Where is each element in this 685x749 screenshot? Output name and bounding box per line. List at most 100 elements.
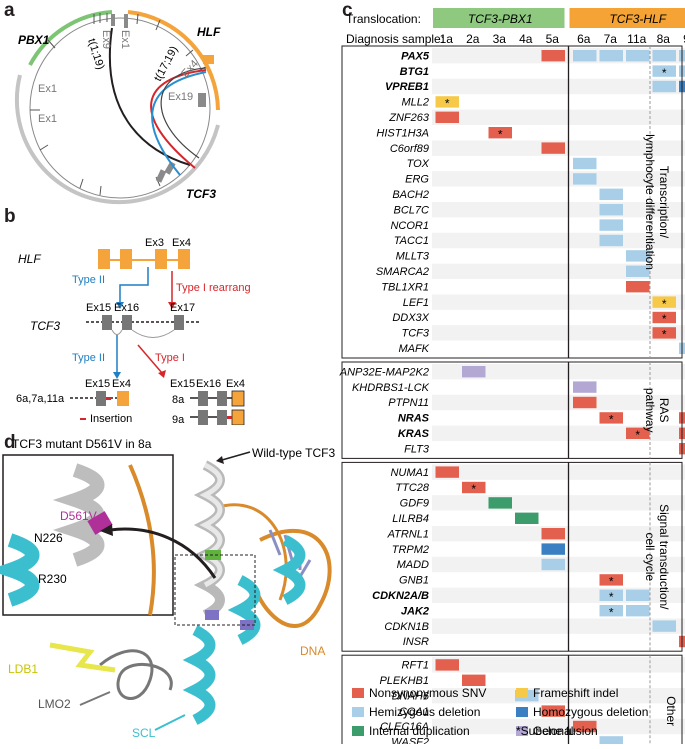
cell-hemi [653, 81, 677, 92]
translocation-label: Translocation: [346, 12, 421, 26]
legend-label-hemi: Hemizygous deletion [369, 705, 480, 719]
row-stripe [432, 657, 685, 672]
cell-hemi [600, 50, 624, 61]
gene-label: BACH2 [392, 189, 429, 201]
sample-header-6a: 6a [577, 32, 591, 46]
sample-header-1a: 1a [440, 32, 454, 46]
group-label-line: RAS [657, 398, 671, 423]
row-stripe [432, 79, 685, 94]
legend-subclonal: *Subclonal [516, 724, 573, 738]
gene-label: ERG [405, 174, 429, 186]
legend-swatch-homo [516, 707, 528, 717]
legend-swatch-snv [352, 688, 364, 698]
cell-hemi [600, 189, 624, 200]
cell-hemi [653, 620, 677, 631]
gene-label: GDF9 [400, 498, 429, 510]
gene-label: MLL2 [401, 97, 429, 109]
cell-hemi [573, 158, 597, 169]
header-tcf3-hlf-label: TCF3-HLF [609, 12, 666, 26]
cell-hemi [653, 50, 677, 61]
gene-label: CDKN1B [384, 621, 429, 633]
row-stripe [432, 294, 685, 309]
cell-hemi [626, 605, 650, 616]
cell-homo [542, 543, 566, 554]
group-label-line: cell cycle [643, 532, 657, 581]
group-label: Other [664, 696, 678, 726]
gene-label: NCOR1 [390, 220, 429, 232]
group-label-line: lymphocyte differentiation [643, 134, 657, 270]
cell-fusion [573, 381, 597, 392]
legend-swatch-hemi [352, 707, 364, 717]
cell-dup [515, 513, 539, 524]
gene-label: TTC28 [395, 482, 430, 494]
gene-label: ZNF263 [388, 112, 430, 124]
group-label-line: Other [664, 696, 678, 726]
gene-label: MAFK [398, 343, 429, 355]
cell-snv [462, 675, 486, 686]
cell-hemi [626, 50, 650, 61]
gene-label: TRPM2 [392, 544, 429, 556]
cell-hemi [600, 235, 624, 246]
gene-label: DDX3X [392, 312, 429, 324]
gene-label: LILRB4 [392, 513, 429, 525]
gene-label: GNB1 [399, 575, 429, 587]
group-label-line: Signal transduction/ [657, 504, 671, 610]
diagnosis-label: Diagnosis sample: [346, 32, 444, 46]
group-label-line: Transcription/ [657, 166, 671, 239]
sample-header-5a: 5a [546, 32, 560, 46]
gene-label: VPREB1 [385, 81, 429, 93]
gene-label: TBL1XR1 [381, 281, 429, 293]
sample-header-7a: 7a [604, 32, 618, 46]
gene-label: C6orf89 [390, 143, 429, 155]
row-stripe [432, 325, 685, 340]
cell-hemi [573, 50, 597, 61]
legend-label-homo: Homozygous deletion [533, 705, 648, 719]
subclonal-star: * [471, 482, 476, 496]
gene-label: TACC1 [394, 235, 429, 247]
gene-label: TCF3 [402, 328, 430, 340]
gene-label: PAX5 [401, 50, 430, 62]
subclonal-star: * [662, 297, 667, 311]
sample-header-3a: 3a [493, 32, 507, 46]
subclonal-star: * [662, 312, 667, 326]
subclonal-star: * [662, 328, 667, 342]
cell-hemi [600, 219, 624, 230]
sample-header-8a: 8a [657, 32, 671, 46]
gene-label: MLLT3 [396, 251, 430, 263]
cell-snv [436, 112, 460, 123]
legend-swatch-frame [516, 688, 528, 698]
gene-label: TOX [407, 158, 430, 170]
gene-label: BTG1 [400, 66, 429, 78]
cell-snv [542, 528, 566, 539]
cell-dup [489, 497, 513, 508]
gene-label: NUMA1 [390, 467, 429, 479]
row-stripe [432, 110, 685, 125]
legend-label-frame: Frameshift indel [533, 686, 618, 700]
cell-snv [436, 659, 460, 670]
row-stripe [432, 618, 685, 633]
header-tcf3-pbx1-label: TCF3-PBX1 [468, 12, 533, 26]
cell-snv [573, 397, 597, 408]
cell-snv [626, 281, 650, 292]
subclonal-star: * [498, 127, 503, 141]
subclonal-star: * [635, 428, 640, 442]
gene-label: JAK2 [401, 605, 429, 617]
gene-label: INSR [403, 636, 429, 648]
gene-label: PTPN11 [388, 397, 429, 409]
gene-label: SMARCA2 [376, 266, 429, 278]
subclonal-star: * [609, 575, 614, 589]
subclonal-star: * [445, 97, 450, 111]
legend-swatch-dup [352, 726, 364, 736]
group-label-line: pathway [643, 388, 657, 433]
cell-hemi [600, 736, 624, 744]
row-stripe [432, 464, 685, 479]
legend-label-snv: Nonsynonymous SNV [369, 686, 486, 700]
gene-label: MADD [397, 559, 429, 571]
row-stripe [432, 495, 685, 510]
gene-label: HIST1H3A [376, 127, 429, 139]
cell-snv [542, 50, 566, 61]
gene-label: KRAS [398, 428, 430, 440]
cell-hemi [573, 173, 597, 184]
